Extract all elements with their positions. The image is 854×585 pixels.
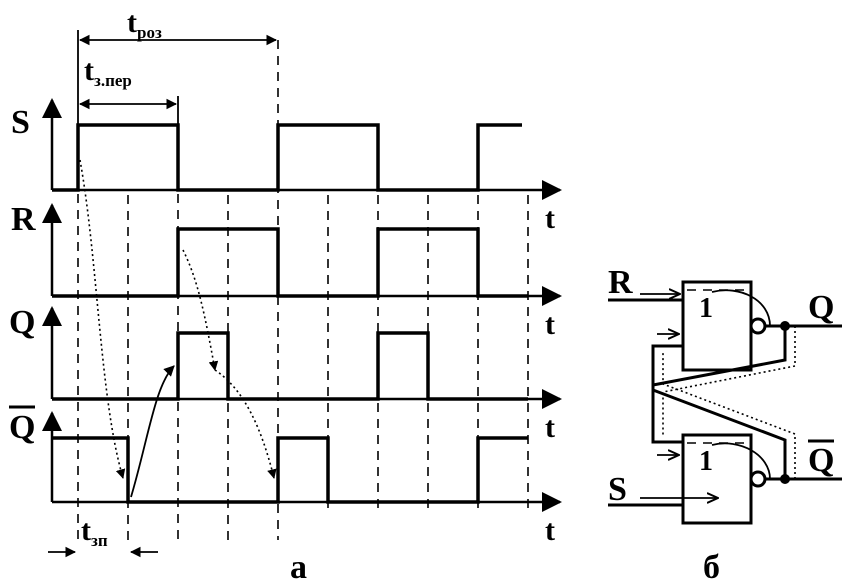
gate-bottom-label: 1 (699, 446, 713, 477)
gate-bottom (681, 433, 753, 525)
output-label-q: Q (808, 289, 834, 326)
latch-schematic: 1 1 R S Q Q б (608, 264, 842, 585)
waveform-q-bar (52, 436, 528, 504)
inverter-bubble-top (749, 317, 767, 335)
annotation-t-zp: tзп (48, 514, 158, 558)
inverter-bubble-bottom (749, 470, 767, 488)
annotation-t-zper: tз.пер (78, 54, 179, 125)
axis-label-t-s: t (545, 202, 555, 235)
time-gridlines (77, 40, 529, 540)
svg-text:tзп: tзп (81, 514, 108, 550)
signal-label-q: Q (9, 304, 35, 341)
t-roz-main: t (127, 6, 137, 39)
input-label-r: R (608, 264, 633, 301)
feedback-qbar-to-top (651, 344, 787, 479)
t-roz-sub: роз (137, 23, 162, 42)
waveform-q (52, 331, 528, 401)
causality-arrows (79, 159, 277, 498)
annotation-t-roz: tроз (77, 6, 278, 125)
input-label-s: S (608, 471, 627, 508)
signal-label-r: R (11, 201, 36, 238)
t-zp-main: t (81, 514, 91, 547)
axis-label-t-q-bar: t (545, 514, 555, 547)
waveform-s (52, 123, 522, 192)
t-zp-sub: зп (91, 531, 108, 550)
caption-b: б (703, 549, 720, 585)
timing-diagram: S R Q Q t t t t tроз tз.пер (9, 6, 562, 585)
gate-top-label: 1 (699, 293, 713, 324)
output-label-q-bar: Q (808, 442, 834, 479)
t-zper-sub: з.пер (94, 71, 132, 90)
time-axis-labels: t t t t (545, 202, 555, 547)
signal-label-q-bar: Q (9, 409, 35, 446)
gate-top (681, 280, 753, 372)
signal-label-s: S (11, 104, 30, 141)
signal-labels: S R Q Q (9, 104, 36, 446)
svg-text:tз.пер: tз.пер (84, 54, 132, 90)
axis-label-t-r: t (545, 308, 555, 341)
t-zper-main: t (84, 54, 94, 87)
waveform-r (52, 227, 528, 298)
caption-a: а (290, 549, 307, 585)
axis-label-t-q: t (545, 411, 555, 444)
svg-text:tроз: tроз (127, 6, 162, 42)
